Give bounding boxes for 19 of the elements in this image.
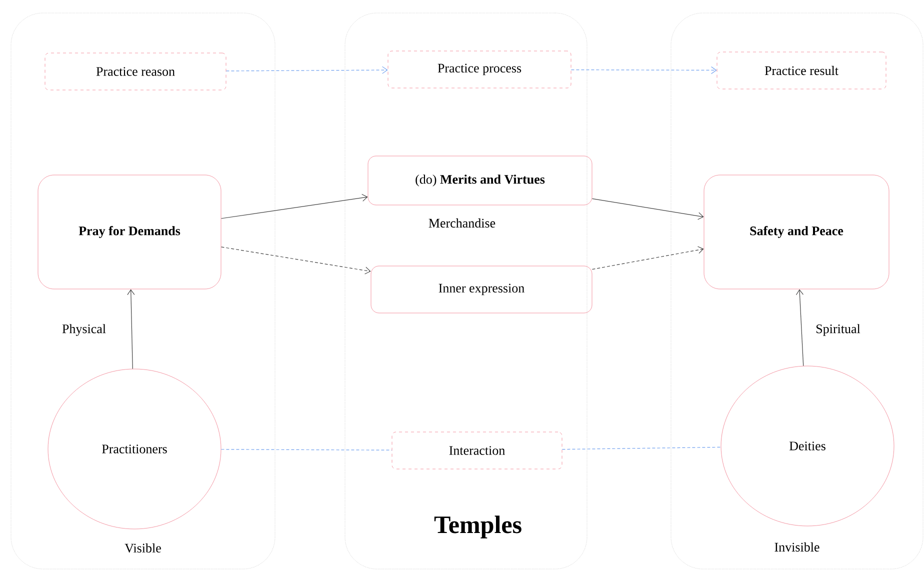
arrow <box>570 66 717 74</box>
rounded-box: Safety and Peace <box>704 174 890 290</box>
arrow <box>226 66 388 74</box>
arrow <box>796 289 804 366</box>
dashed-box: Practice reason <box>44 52 226 90</box>
edge-label: Spiritual <box>814 323 862 337</box>
node-label: Merchandise <box>428 218 496 228</box>
rounded-box: Inner expression <box>370 266 592 314</box>
dashed-box: Interaction <box>392 432 562 470</box>
dashed-box: Practice result <box>716 52 886 90</box>
arrow <box>592 246 704 270</box>
arrow <box>127 289 135 370</box>
dashed-box: Practice process <box>388 50 572 88</box>
arrow <box>220 194 368 219</box>
arrow <box>220 246 371 274</box>
arrow <box>592 198 704 220</box>
rounded-box: Pray for Demands <box>38 174 222 290</box>
rounded-box: (do) Merits and Virtues <box>368 156 592 206</box>
edge-label: Physical <box>60 323 108 337</box>
